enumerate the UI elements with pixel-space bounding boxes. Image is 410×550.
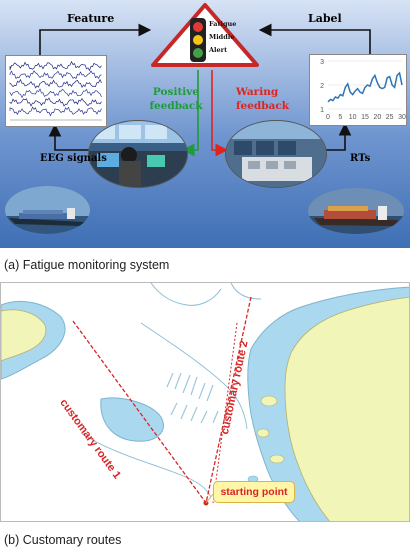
feature-arrow xyxy=(39,23,152,55)
eeg-signal-plot xyxy=(5,55,107,127)
bridge-operator-photo xyxy=(88,120,188,188)
eeg-channel-trace xyxy=(9,78,102,89)
rt-xtick-label: 0 xyxy=(326,114,330,121)
eeg-channel-trace xyxy=(9,88,102,99)
level-alert: Alert xyxy=(209,46,228,54)
eeg-arrow xyxy=(48,123,95,151)
customary-routes-map: customary route 1 customary route 2 xyxy=(0,282,410,522)
starting-point-label: starting point xyxy=(213,481,295,503)
rts-label: RTs xyxy=(350,153,371,164)
feature-label: Feature xyxy=(67,12,115,25)
level-middle: Middle xyxy=(209,33,235,41)
rt-xtick-label: 25 xyxy=(386,114,394,121)
positive-feedback-arrow xyxy=(181,70,199,157)
rt-xtick-label: 30 xyxy=(398,114,406,121)
control-room-photo xyxy=(225,120,327,188)
label-label: Label xyxy=(308,12,342,25)
caption-a: (a) Fatigue monitoring system xyxy=(4,258,170,272)
rt-ytick-label: 2 xyxy=(320,83,324,90)
rt-xtick-label: 10 xyxy=(349,114,357,121)
eeg-channel-trace xyxy=(9,106,102,117)
rt-ytick-label: 1 xyxy=(320,107,324,114)
warning-feedback-arrow xyxy=(211,70,229,157)
label-arrow xyxy=(258,23,371,54)
rt-ytick-label: 3 xyxy=(320,59,324,66)
warning-feedback-label: Waring feedback xyxy=(236,86,290,112)
traffic-light-yellow xyxy=(193,35,203,45)
warning-triangle xyxy=(151,3,259,67)
rt-xtick-label: 15 xyxy=(361,114,369,121)
eeg-traces xyxy=(9,60,102,121)
route-2-line xyxy=(205,296,252,504)
nautical-chart xyxy=(1,283,409,521)
eeg-channel-trace xyxy=(9,70,102,80)
eeg-channel-trace xyxy=(9,60,102,72)
eeg-channel-trace xyxy=(9,97,102,107)
route-1-line xyxy=(72,320,207,504)
rt-xtick-label: 20 xyxy=(373,114,381,121)
rt-series-line xyxy=(327,71,403,103)
container-ship-photo-right xyxy=(308,188,404,234)
level-fatigue: Fatigue xyxy=(209,20,237,28)
rt-xtick-label: 5 xyxy=(338,114,342,121)
traffic-light-red xyxy=(193,22,203,32)
positive-feedback-label: Positive feedback xyxy=(149,86,203,112)
traffic-light-green xyxy=(193,48,203,58)
caption-b: (b) Customary routes xyxy=(4,533,122,547)
container-ship-photo-left xyxy=(5,186,90,234)
eeg-signals-label: EEG signals xyxy=(40,153,107,164)
